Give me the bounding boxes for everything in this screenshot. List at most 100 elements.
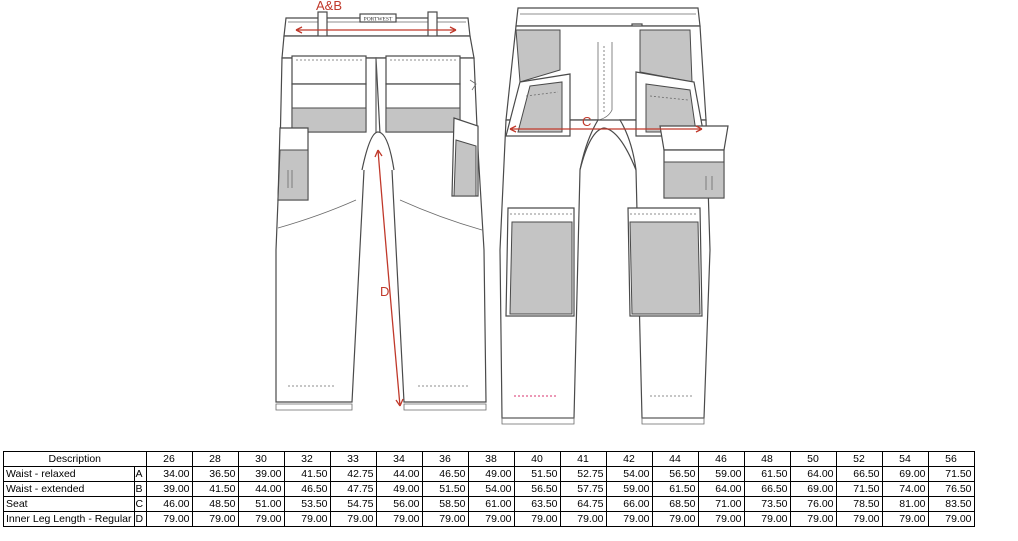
measurement-description: Seat xyxy=(3,496,135,512)
measurement-value: 58.50 xyxy=(421,496,469,512)
measurement-value: 56.50 xyxy=(513,481,561,497)
dimension-label-c: C xyxy=(582,114,591,129)
measurement-value: 79.00 xyxy=(191,511,239,527)
size-column-header: 28 xyxy=(191,451,239,467)
measurement-value: 79.00 xyxy=(283,511,331,527)
measurement-value: 49.00 xyxy=(375,481,423,497)
measurement-key: B xyxy=(133,481,147,497)
size-column-header: 32 xyxy=(283,451,331,467)
measurement-value: 61.00 xyxy=(467,496,515,512)
measurement-value: 48.50 xyxy=(191,496,239,512)
measurement-value: 66.50 xyxy=(743,481,791,497)
measurement-value: 39.00 xyxy=(145,481,193,497)
measurement-value: 79.00 xyxy=(559,511,607,527)
measurement-value: 71.00 xyxy=(697,496,745,512)
measurement-value: 79.00 xyxy=(421,511,469,527)
measurement-value: 49.00 xyxy=(467,466,515,482)
measurement-value: 74.00 xyxy=(881,481,929,497)
measurement-value: 79.00 xyxy=(697,511,745,527)
measurement-value: 53.50 xyxy=(283,496,331,512)
measurement-value: 69.00 xyxy=(789,481,837,497)
measurement-value: 52.75 xyxy=(559,466,607,482)
measurement-value: 79.00 xyxy=(651,511,699,527)
measurement-description: Waist - extended xyxy=(3,481,135,497)
measurement-value: 61.50 xyxy=(743,466,791,482)
measurement-value: 79.00 xyxy=(237,511,285,527)
measurement-value: 66.00 xyxy=(605,496,653,512)
measurement-value: 76.50 xyxy=(927,481,975,497)
measurement-value: 41.50 xyxy=(191,481,239,497)
measurement-value: 59.00 xyxy=(605,481,653,497)
measurement-value: 64.00 xyxy=(697,481,745,497)
size-column-header: 41 xyxy=(559,451,607,467)
measurement-value: 51.50 xyxy=(421,481,469,497)
measurement-value: 46.50 xyxy=(283,481,331,497)
measurement-value: 69.00 xyxy=(881,466,929,482)
measurement-value: 42.75 xyxy=(329,466,377,482)
measurement-value: 79.00 xyxy=(513,511,561,527)
measurement-value: 79.00 xyxy=(927,511,975,527)
measurement-value: 41.50 xyxy=(283,466,331,482)
measurement-description: Inner Leg Length - Regular xyxy=(3,511,135,527)
brand-label: PORTWEST xyxy=(364,17,393,23)
measurement-key: C xyxy=(133,496,147,512)
measurement-value: 73.50 xyxy=(743,496,791,512)
measurement-value: 56.00 xyxy=(375,496,423,512)
measurement-value: 78.50 xyxy=(835,496,883,512)
measurement-value: 54.75 xyxy=(329,496,377,512)
measurement-key: A xyxy=(133,466,147,482)
measurement-value: 61.50 xyxy=(651,481,699,497)
measurement-value: 51.50 xyxy=(513,466,561,482)
measurement-value: 44.00 xyxy=(375,466,423,482)
dimension-label-d: D xyxy=(380,284,389,299)
measurement-value: 63.50 xyxy=(513,496,561,512)
size-column-header: 26 xyxy=(145,451,193,467)
measurement-value: 79.00 xyxy=(789,511,837,527)
measurement-value: 83.50 xyxy=(927,496,975,512)
size-column-header: 42 xyxy=(605,451,653,467)
size-column-header: 36 xyxy=(421,451,469,467)
size-column-header: 44 xyxy=(651,451,699,467)
measurement-value: 79.00 xyxy=(375,511,423,527)
measurement-value: 81.00 xyxy=(881,496,929,512)
measurement-value: 79.00 xyxy=(835,511,883,527)
measurement-value: 36.50 xyxy=(191,466,239,482)
measurement-value: 79.00 xyxy=(467,511,515,527)
size-column-header: 30 xyxy=(237,451,285,467)
size-column-header: 48 xyxy=(743,451,791,467)
measurement-value: 51.00 xyxy=(237,496,285,512)
measurement-description: Waist - relaxed xyxy=(3,466,135,482)
dimension-label-ab: A&B xyxy=(316,0,342,13)
measurement-value: 71.50 xyxy=(927,466,975,482)
measurement-value: 39.00 xyxy=(237,466,285,482)
measurement-value: 34.00 xyxy=(145,466,193,482)
measurement-value: 68.50 xyxy=(651,496,699,512)
back-view-trousers: PORTWEST xyxy=(275,11,487,411)
size-column-header: 40 xyxy=(513,451,561,467)
measurement-value: 79.00 xyxy=(145,511,193,527)
measurement-value: 57.75 xyxy=(559,481,607,497)
measurement-value: 46.50 xyxy=(421,466,469,482)
measurement-value: 47.75 xyxy=(329,481,377,497)
measurement-value: 54.00 xyxy=(605,466,653,482)
front-view-trousers xyxy=(499,7,729,425)
measurement-value: 59.00 xyxy=(697,466,745,482)
measurement-value: 79.00 xyxy=(743,511,791,527)
measurement-value: 46.00 xyxy=(145,496,193,512)
measurement-value: 79.00 xyxy=(329,511,377,527)
dimension-lines-back: A&B D xyxy=(295,0,457,407)
size-column-header: 34 xyxy=(375,451,423,467)
measurement-key: D xyxy=(133,511,147,527)
trouser-technical-drawing: PORTWEST A&B xyxy=(275,0,729,425)
measurement-value: 79.00 xyxy=(881,511,929,527)
measurement-value: 66.50 xyxy=(835,466,883,482)
measurement-value: 79.00 xyxy=(605,511,653,527)
measurement-value: 64.75 xyxy=(559,496,607,512)
measurement-value: 56.50 xyxy=(651,466,699,482)
